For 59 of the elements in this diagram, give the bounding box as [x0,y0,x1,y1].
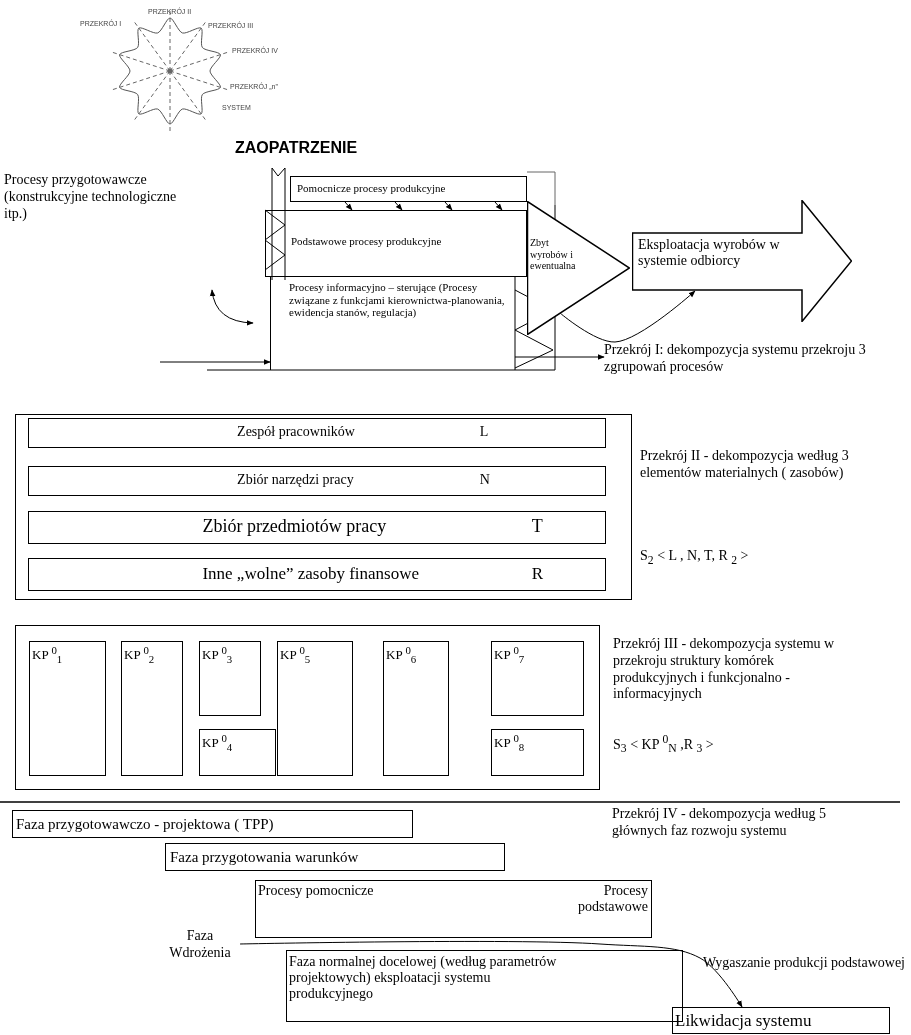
edge-note: Wygaszanie produkcji podstawowej [701,955,905,972]
section-note: Przekrój II - dekompozycja według 3 elementów materialnych ( zasobów) [640,448,850,482]
box-text: Likwidacja systemu [675,1011,813,1031]
cell-box [199,729,276,776]
arrow [444,201,453,211]
resource-symbol: R [531,564,544,584]
phase-label: Faza Wdrożenia [160,928,240,962]
cell-box [383,641,449,776]
arrow [494,201,503,211]
resource-row [28,558,606,591]
section-note: Przekrój IV - dekompozycja według 5 głównych faz rozwoju systemu [612,806,827,840]
resource-row [28,466,606,496]
phase-box [672,1007,890,1034]
cell-box [29,641,106,776]
phase-box [255,880,652,938]
cell-box [199,641,261,716]
section-frame [15,625,600,790]
box-text: Pomocnicze procesy produkcyjne [297,182,447,195]
triangle-shape [527,201,630,335]
arrow [239,940,743,1008]
box-text: Procesy informacyjno – sterujące (Procesy związane z funkcjami kierownictwa-planowania, ewidencja stanów, regulacja) [289,281,506,319]
heading: ZAOPATRZENIE [235,138,358,158]
box-text: Zbyt wyrobów i ewentualna [530,237,577,272]
phase-box [165,843,505,871]
phase-box [12,810,413,838]
resource-symbol: N [479,472,490,489]
process-box [265,210,527,277]
box-text: Podstawowe procesy produkcyjne [291,235,443,248]
box-text: Zbiór przedmiotów pracy [202,516,387,537]
resource-row [28,418,606,448]
cell-box [491,729,584,776]
cell-box [121,641,183,776]
box-text: Eksploatacja wyrobów w systemie odbiorcy [638,237,781,270]
formula: S$_{3}$ < KP $^{0}$$_{N}$ ,R $_{3}$ > [613,733,714,757]
box-text: Zbiór narzędzi pracy [237,472,354,489]
arrow [394,201,403,211]
process-box [290,176,527,202]
block-arrow-shape [632,200,852,322]
arrow [159,359,271,365]
formula: S$_{2}$ < L , N, T, R $_{2}$ > [640,548,749,568]
resource-symbol: T [531,516,543,537]
box-text: Faza przygotowania warunków [170,849,360,867]
resource-row [28,511,606,544]
section-note: Przekrój I: dekompozycja systemu przekroju 3 zgrupowań procesów [604,342,879,376]
arrow [559,290,696,343]
cell-box [491,641,584,716]
box-text: Procesy podstawowe [577,883,648,916]
section-note: Przekrój III - dekompozycja systemu w przekroju struktury komórek produkcyjnych i funkcjonalno - informacyjnych [613,636,836,704]
cell-box [277,641,353,776]
box-text: Zespół pracowników [237,424,355,441]
arrow [344,201,353,211]
section-frame [15,414,632,600]
box-text: Faza przygotowawczo - projektowa ( TPP) [16,816,275,834]
resource-symbol: L [479,424,489,441]
box-text: Procesy pomocnicze [258,883,375,900]
box-text: Inne „wolne” zasoby finansowe [202,564,420,584]
arrow [514,354,605,360]
process-description: Procesy przygotowawcze (konstrukcyjne technologiczne itp.) [4,172,199,223]
box-text: Faza normalnej docelowej (według parametrów projektowych) eksploatacji systemu produkcyjnego [289,954,558,1003]
